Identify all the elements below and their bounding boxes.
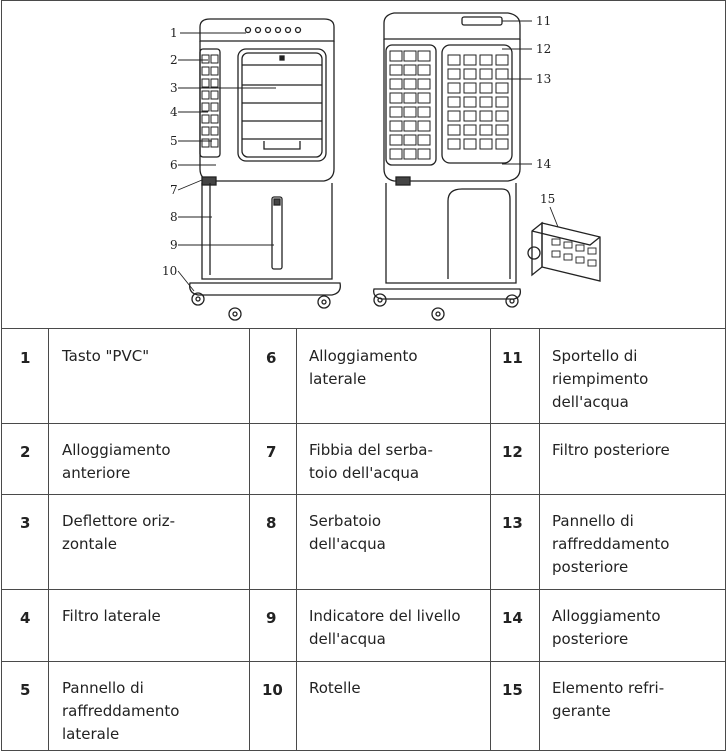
callout-8: 8 <box>170 210 178 224</box>
part-label: Serbatoio dell'acqua <box>309 512 386 553</box>
part-number: 2 <box>20 443 31 461</box>
callout-9: 9 <box>170 238 178 252</box>
front-unit-drawing <box>189 18 341 321</box>
part-label: Pannello di raffreddamento posteriore <box>552 512 670 576</box>
part-label: Rotelle <box>309 679 361 697</box>
part-label: Tasto "PVC" <box>62 347 150 365</box>
part-number: 7 <box>266 443 277 461</box>
callout-13: 13 <box>536 72 551 86</box>
table-divider <box>1 494 726 495</box>
part-number: 15 <box>502 681 523 699</box>
part-number: 11 <box>502 349 523 367</box>
part-number: 10 <box>262 681 283 699</box>
callout-12: 12 <box>536 42 551 56</box>
part-number: 1 <box>20 349 31 367</box>
product-diagram: 1 2 3 4 5 6 7 8 9 10 11 12 13 14 15 <box>2 1 725 327</box>
table-divider <box>539 328 540 751</box>
callout-1: 1 <box>170 26 178 40</box>
table-divider <box>48 328 49 751</box>
part-label: Pannello di raffreddamento laterale <box>62 679 180 743</box>
part-label: Elemento refri-gerante <box>552 679 665 720</box>
table-divider <box>1 423 726 424</box>
part-number: 4 <box>20 609 31 627</box>
callout-11: 11 <box>536 14 551 28</box>
callout-2: 2 <box>170 53 178 67</box>
table-divider <box>249 328 250 751</box>
part-number: 8 <box>266 514 277 532</box>
table-divider <box>1 589 726 590</box>
part-number: 14 <box>502 609 523 627</box>
part-number: 13 <box>502 514 523 532</box>
callout-6: 6 <box>170 158 178 172</box>
part-label: Fibbia del serba-toio dell'acqua <box>309 441 433 482</box>
table-divider <box>1 328 726 329</box>
callout-10: 10 <box>162 264 177 278</box>
callout-7: 7 <box>170 183 178 197</box>
callout-3: 3 <box>170 81 178 95</box>
part-label: Alloggiamento laterale <box>309 347 418 388</box>
table-divider <box>490 328 491 751</box>
callout-5: 5 <box>170 134 178 148</box>
part-label: Alloggiamento anteriore <box>62 441 171 482</box>
part-label: Filtro posteriore <box>552 441 670 459</box>
part-number: 9 <box>266 609 277 627</box>
table-divider <box>1 661 726 662</box>
part-label: Alloggiamento posteriore <box>552 607 661 648</box>
back-unit-drawing <box>373 12 522 321</box>
part-number: 6 <box>266 349 277 367</box>
callout-15: 15 <box>540 192 555 206</box>
part-number: 12 <box>502 443 523 461</box>
part-label: Filtro laterale <box>62 607 161 625</box>
part-number: 5 <box>20 681 31 699</box>
callout-4: 4 <box>170 105 178 119</box>
part-number: 3 <box>20 514 31 532</box>
part-label: Sportello di riempimento dell'acqua <box>552 347 649 411</box>
callout-leaders <box>177 20 559 292</box>
callout-14: 14 <box>536 157 552 171</box>
table-divider <box>296 328 297 751</box>
part-label: Deflettore oriz-zontale <box>62 512 176 553</box>
part-label: Indicatore del livello dell'acqua <box>309 607 461 648</box>
ice-pack-drawing <box>527 221 601 282</box>
